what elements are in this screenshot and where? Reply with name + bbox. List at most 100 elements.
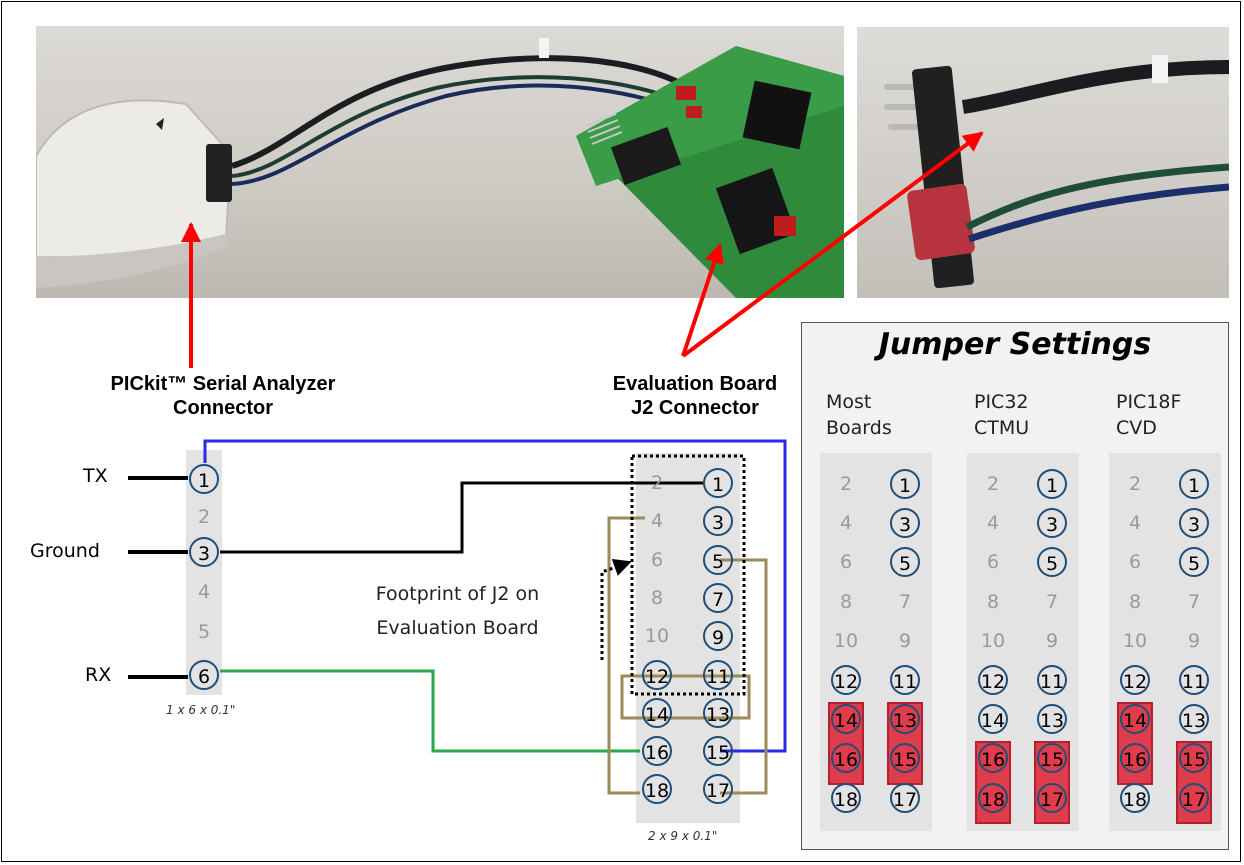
jumper-most-boards-pin-13: 13 [890,704,920,735]
jumper-pic18f-cvd-pin-9: 9 [1187,629,1201,652]
jumper-most-boards-pin-18: 18 [831,782,861,813]
jumper-most-boards-pin-2: 2 [839,473,853,495]
callout-eval-line1: Evaluation Board [612,373,778,395]
left-pin-3: 3 [189,537,219,567]
jumper-pic18f-cvd-pin-7: 7 [1187,590,1201,613]
jumper-most-boards-pin-9: 9 [898,629,912,652]
jumper-most-boards-pin-17: 17 [890,782,920,813]
jumper-pic32-ctmu-pin-10: 10 [980,629,1006,652]
jumper-pic32-ctmu-pin-8: 8 [986,590,1000,613]
jumper-most-boards-pin-16: 16 [831,743,861,774]
column-pic32-line2: CTMU [974,417,1030,439]
jumper-pic32-ctmu-pin-12: 12 [978,665,1008,695]
jumper-pic32-ctmu-pin-18: 18 [978,782,1008,813]
signal-ground: Ground [30,540,100,562]
left-pin-4: 4 [197,581,211,603]
jumper-pic32-ctmu-pin-4: 4 [986,512,1000,535]
jumper-pic18f-cvd-pin-13: 13 [1179,704,1209,735]
j2-footprint-outline [630,454,746,696]
jumper-pic18f-cvd-pin-15: 15 [1179,743,1209,774]
callout-analyzer-connector: PICkit™ Serial Analyzer Connector [83,372,363,420]
j2-pin-17: 17 [703,774,733,805]
column-pic18f-line2: CVD [1116,417,1157,439]
jumper-pic18f-cvd-pin-10: 10 [1122,629,1148,652]
jumper-most-boards-pin-6: 6 [839,551,853,574]
signal-tx: TX [83,465,108,487]
jumper-settings-panel: Jumper Settings Most Boards PIC32 CTMU P… [801,322,1229,850]
j2-pin-14: 14 [642,697,672,728]
j2-pin-6: 6 [650,548,664,571]
jumper-most-boards-pin-8: 8 [839,590,853,613]
callout-analyzer-line1: PICkit™ Serial Analyzer [110,373,336,395]
jumper-pic18f-cvd-pin-8: 8 [1128,590,1142,613]
left-pin-2: 2 [197,506,211,528]
jumper-pic18f-cvd-pin-4: 4 [1128,512,1142,535]
jumper-pic18f-cvd-pin-5: 5 [1179,547,1209,578]
jumper-pic32-ctmu-pin-9: 9 [1045,629,1059,652]
callout-evaluation-board-j2: Evaluation Board J2 Connector [580,372,810,420]
jumper-pic18f-cvd-pin-1: 1 [1179,469,1209,499]
jumper-pic18f-cvd-pin-17: 17 [1179,782,1209,813]
jumper-pic32-ctmu-pin-1: 1 [1037,469,1067,499]
loop-12-14-13-11 [620,674,751,720]
jumper-most-boards-pin-15: 15 [890,743,920,774]
jumper-pic32-ctmu-pin-16: 16 [978,743,1008,774]
jumper-most-boards-pin-12: 12 [831,665,861,695]
j2-pin-5: 5 [703,544,733,575]
jumper-pic32-ctmu-pin-15: 15 [1037,743,1067,774]
jumper-pic18f-cvd-pin-2: 2 [1128,473,1142,495]
jumper-most-boards-pin-14: 14 [831,704,861,735]
footprint-pointer [600,558,632,660]
jumper-pic18f-cvd-pin-12: 12 [1120,665,1150,695]
jumper-pic32-ctmu-pin-11: 11 [1037,665,1067,695]
jumper-pic32-ctmu-pin-3: 3 [1037,508,1067,539]
ground-wire [220,481,704,554]
j2-pin-11: 11 [703,659,733,690]
arrow-j2-closeup [681,131,984,358]
j2-connector-caption: 2 x 9 x 0.1" [648,829,718,843]
callout-analyzer-line2: Connector [173,397,273,419]
arrow-board-j2 [681,243,724,357]
left-pin-5: 5 [197,621,211,643]
left-pin-6: 6 [189,660,219,690]
column-most-boards: Most Boards [826,389,892,441]
jumper-pic32-ctmu-pin-6: 6 [986,551,1000,574]
jumper-most-boards-pin-1: 1 [890,469,920,499]
column-pic18f-cvd: PIC18F CVD [1116,389,1181,441]
column-pic32-ctmu: PIC32 CTMU [974,389,1029,441]
jumper-most-boards-pin-5: 5 [890,547,920,578]
left-pin-1: 1 [189,464,219,494]
jumper-pic32-ctmu-pin-13: 13 [1037,704,1067,735]
jumper-pic18f-cvd-pin-6: 6 [1128,551,1142,574]
j2-pin-4: 4 [650,510,664,533]
j2-pin-9: 9 [703,621,733,652]
jumper-pic32-ctmu-pin-17: 17 [1037,782,1067,813]
jumper-pic18f-cvd-pin-16: 16 [1120,743,1150,774]
j2-pin-3: 3 [703,506,733,537]
j2-pin-15: 15 [703,736,733,767]
jumper-settings-title: Jumper Settings [878,327,1152,362]
j2-pin-7: 7 [703,582,733,613]
j2-pin-16: 16 [642,736,672,767]
jumper-pic18f-cvd-pin-3: 3 [1179,508,1209,539]
jumper-pic32-ctmu-pin-5: 5 [1037,547,1067,578]
loop-4-to-18 [607,516,645,795]
left-connector-caption: 1 x 6 x 0.1" [166,703,236,717]
jumper-most-boards-pin-7: 7 [898,590,912,613]
j2-pin-1: 1 [703,468,733,498]
callout-eval-line2: J2 Connector [631,397,759,419]
j2-pin-8: 8 [650,586,664,609]
jumper-pic18f-cvd-pin-18: 18 [1120,782,1150,813]
rx-wire [220,669,640,753]
footprint-note: Footprint of J2 on Evaluation Board [340,577,575,645]
j2-pin-10: 10 [644,625,670,648]
column-pic32-line1: PIC32 [974,391,1029,413]
jumper-most-boards-pin-3: 3 [890,508,920,539]
jumper-most-boards-pin-11: 11 [890,665,920,695]
tx-wire [203,439,787,753]
column-most-boards-line1: Most [826,391,872,413]
jumper-pic18f-cvd-pin-11: 11 [1179,665,1209,695]
column-most-boards-line2: Boards [826,417,892,439]
